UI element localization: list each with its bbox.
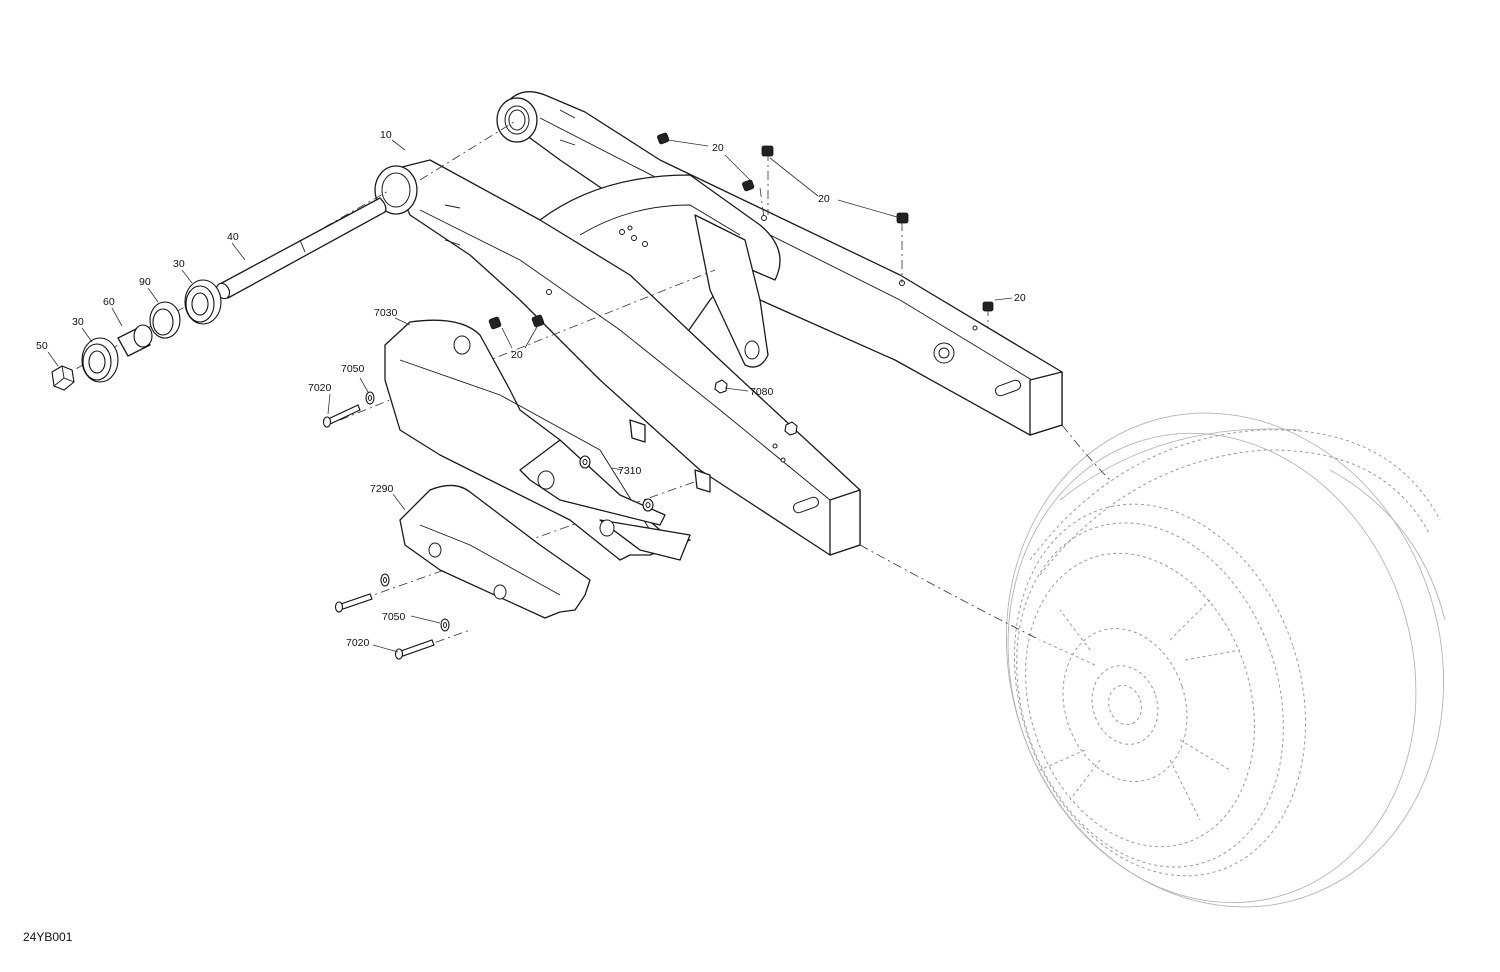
- hardware-7000: [322, 379, 798, 660]
- callout-30-a: 30: [173, 258, 185, 270]
- callout-50: 50: [36, 340, 48, 352]
- seal: [149, 301, 181, 339]
- callout-10: 10: [380, 129, 392, 141]
- callout-7050-a: 7050: [341, 363, 365, 375]
- callout-60: 60: [103, 296, 115, 308]
- flange-bolt: [51, 365, 75, 391]
- callout-40: 40: [227, 231, 239, 243]
- assembly-axes: [59, 119, 1111, 656]
- callout-20-a: 20: [712, 142, 724, 154]
- rear-wheel-phantom: [1005, 412, 1446, 908]
- callout-7030: 7030: [374, 307, 398, 319]
- callout-20-b: 20: [818, 193, 830, 205]
- callout-leaders: [47, 139, 1013, 653]
- callout-7020-a: 7020: [308, 382, 332, 394]
- bearing-lower: [81, 337, 119, 383]
- swing-arm: [374, 91, 1063, 556]
- callout-30-b: 30: [72, 316, 84, 328]
- lower-guard: [399, 484, 591, 619]
- callout-7080: 7080: [750, 386, 774, 398]
- chain-guard: [384, 319, 711, 561]
- callout-20-d: 20: [511, 349, 523, 361]
- pivot-shaft: [215, 197, 387, 300]
- callout-7050-b: 7050: [382, 611, 406, 623]
- callout-7290: 7290: [370, 483, 394, 495]
- callout-20-c: 20: [1014, 292, 1026, 304]
- figure-id: 24YB001: [23, 930, 73, 944]
- callout-7310: 7310: [618, 465, 642, 477]
- bearing-upper: [184, 279, 222, 325]
- plug-group: [488, 132, 994, 330]
- callout-90: 90: [139, 276, 151, 288]
- callout-7020-b: 7020: [346, 637, 370, 649]
- callout-labels: 10 20 20 20 20 40 30 90 60 30 50 7030 70…: [36, 129, 1026, 649]
- spacer: [117, 324, 153, 357]
